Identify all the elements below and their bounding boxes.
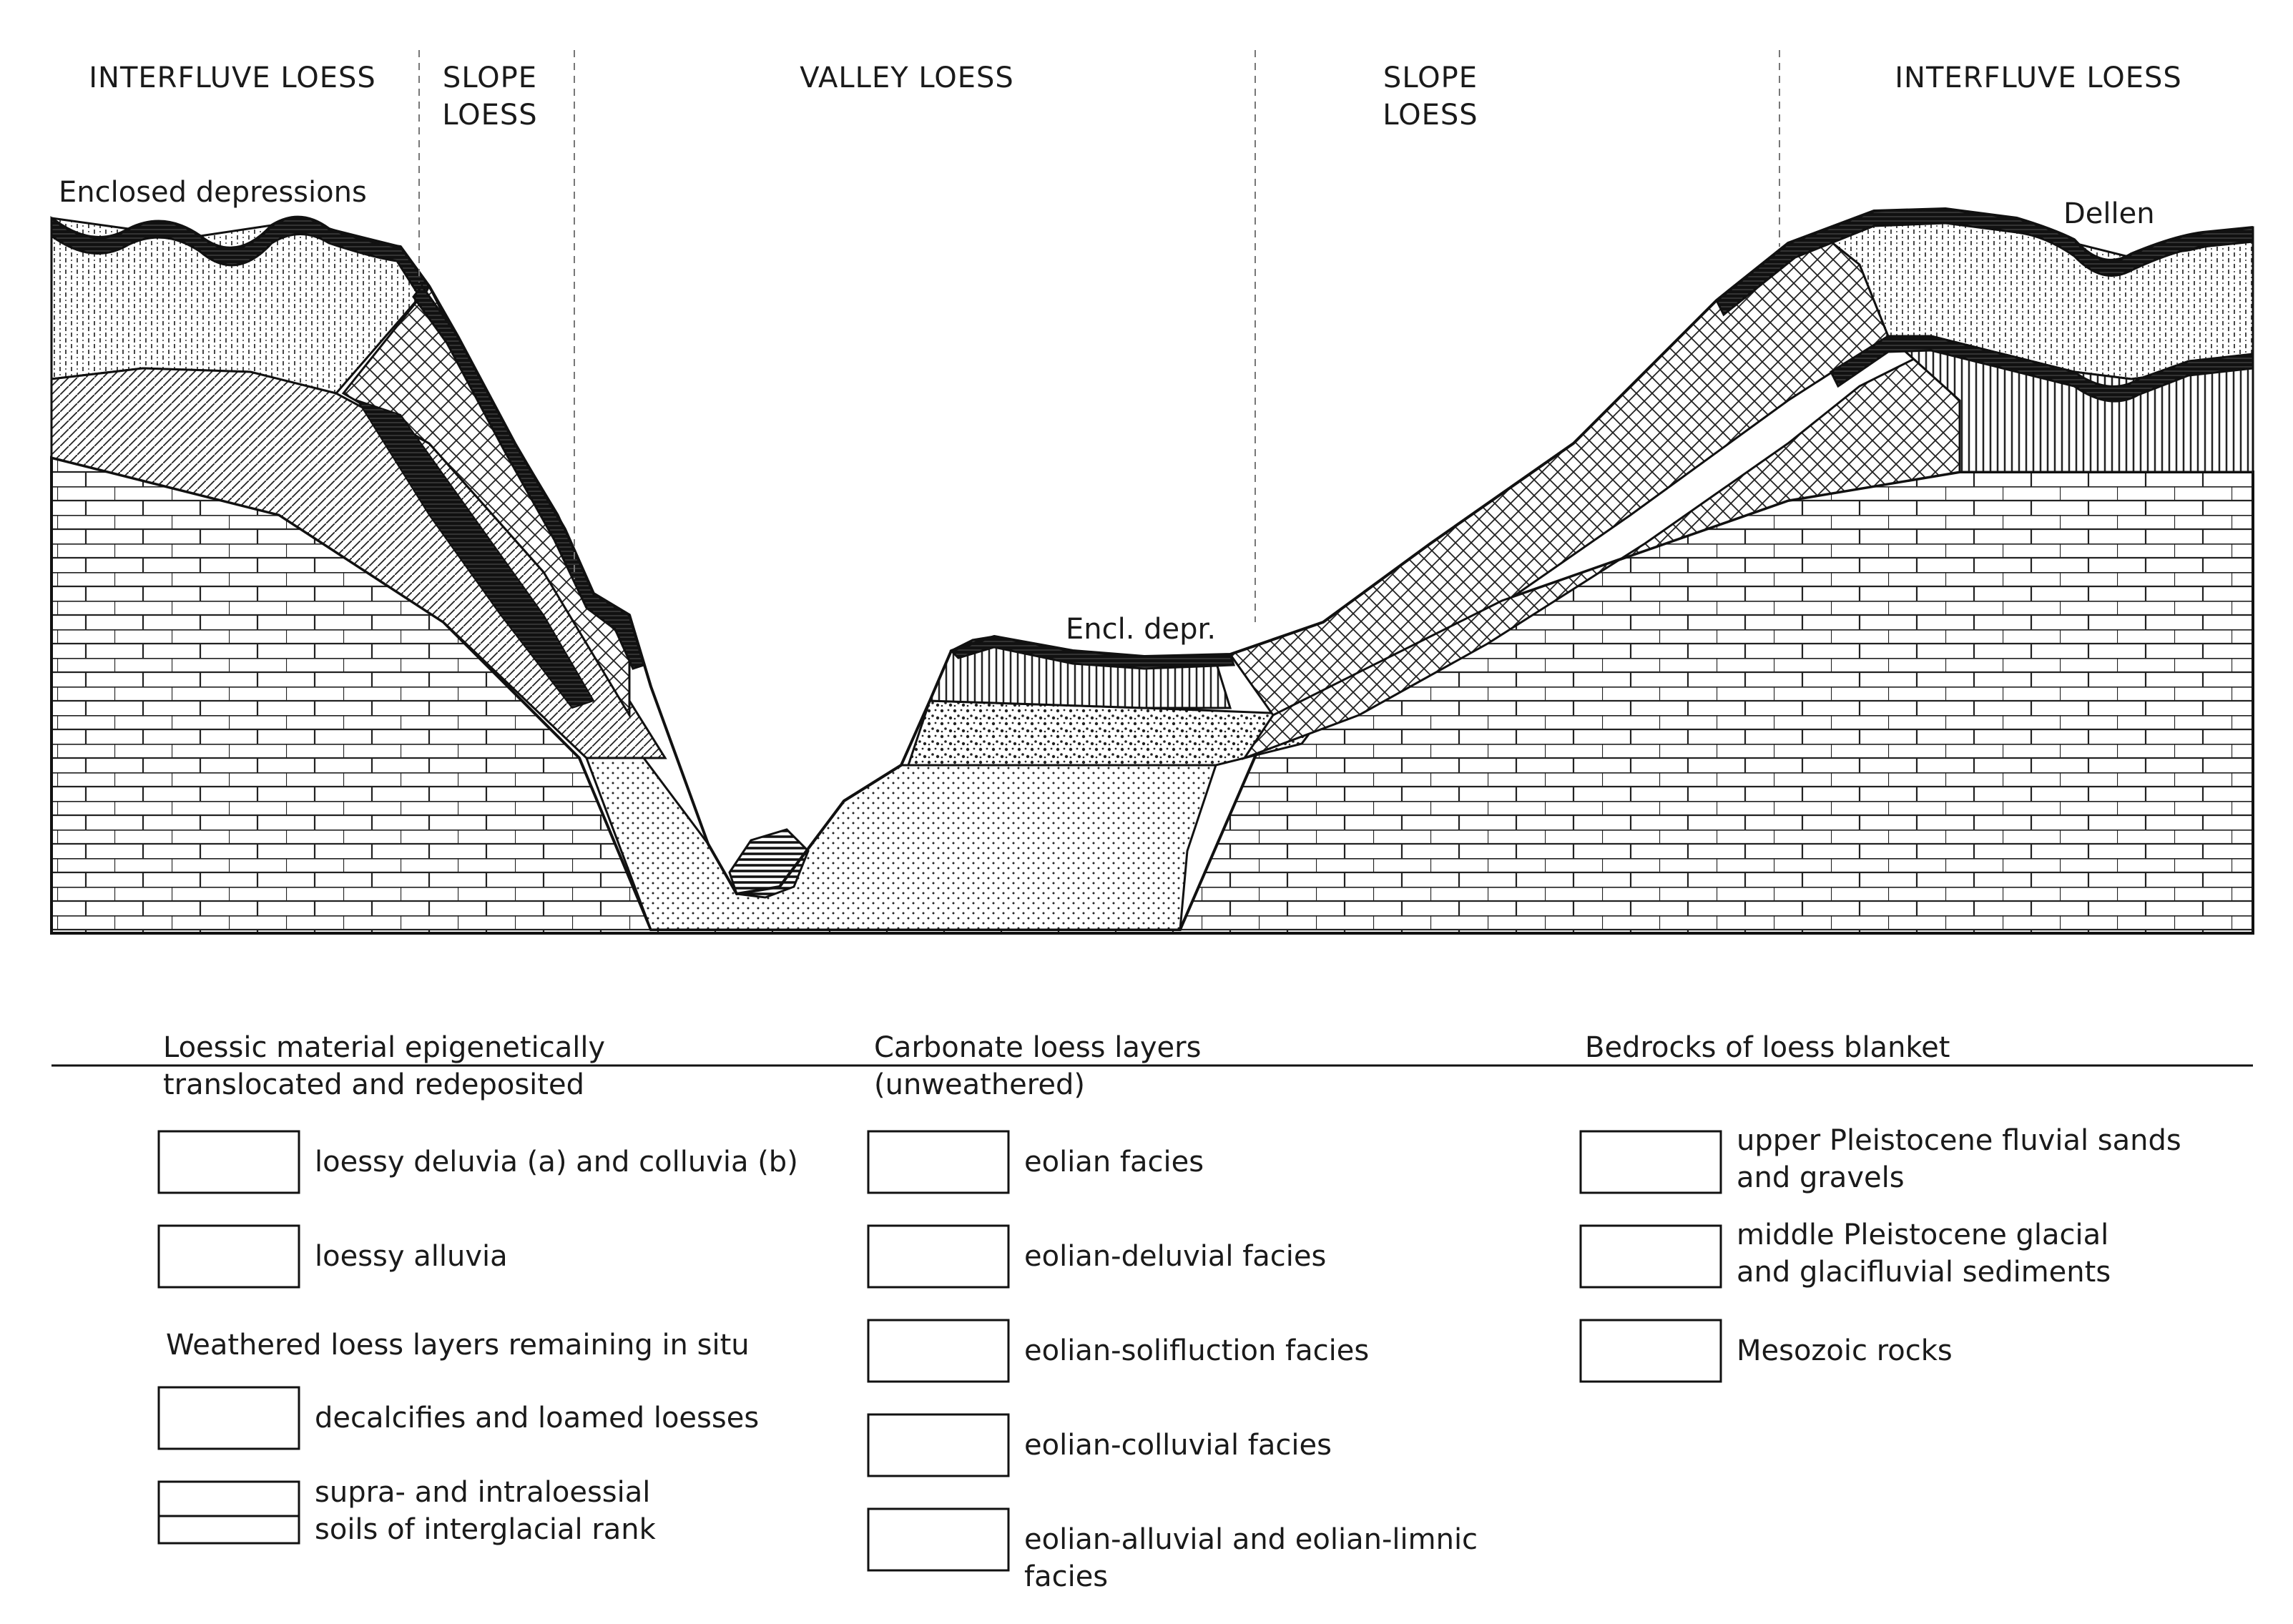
zone-labels: INTERFLUVE LOESS SLOPE LOESS VALLEY LOES…: [89, 61, 2182, 132]
legend-item-eolian-solifluction: eolian-solifluction facies: [1024, 1334, 1369, 1367]
legend-item-glacial-line1: middle Pleistocene glacial: [1737, 1219, 2108, 1251]
left-slope-colluvial: [355, 399, 595, 709]
swatch-mesozoic: [1579, 1319, 1722, 1383]
swatch-loessy-alluvia: [157, 1224, 300, 1289]
zone-label-slope-right-line2: LOESS: [1383, 99, 1478, 132]
valley-fluvial-sands: [584, 757, 1218, 931]
legend-item-eolian-deluvial: eolian-deluvial facies: [1024, 1240, 1326, 1273]
legend-item-loessy-alluvia: loessy alluvia: [315, 1240, 508, 1273]
zone-dividers: [418, 50, 1780, 622]
swatch-glacial-sediments: [1579, 1224, 1722, 1289]
legend-col1-header-line1: Loessic material epigenetically: [163, 1031, 605, 1064]
legend-col1-subheader: Weathered loess layers remaining in situ: [166, 1329, 750, 1362]
zone-label-slope-left-line2: LOESS: [442, 99, 537, 132]
swatch-eolian-colluvial: [867, 1413, 1010, 1477]
annotation-dellen: Dellen: [2063, 197, 2155, 230]
swatch-decalcified: [157, 1386, 300, 1450]
legend-col2-header-line2: (unweathered): [874, 1068, 1085, 1101]
zone-label-interfluve-right: INTERFLUVE LOESS: [1895, 61, 2182, 94]
swatch-eolian-solifluction: [867, 1319, 1010, 1383]
swatch-loessy-deluvia: [157, 1130, 300, 1194]
annotation-enclosed-depressions: Enclosed depressions: [59, 176, 367, 209]
legend-col3-header: Bedrocks of loess blanket: [1585, 1031, 1950, 1064]
legend-item-eolian-colluvial: eolian-colluvial facies: [1024, 1429, 1332, 1462]
zone-label-interfluve-left: INTERFLUVE LOESS: [89, 61, 376, 94]
legend-item-soils-line2: soils of interglacial rank: [315, 1513, 657, 1546]
cross-section: [50, 207, 2254, 935]
zone-label-valley: VALLEY LOESS: [800, 61, 1014, 94]
zone-label-slope-left-line1: SLOPE: [443, 61, 537, 94]
legend-item-glacial-line2: and glacifluvial sediments: [1737, 1256, 2111, 1289]
legend-item-loessy-deluvia: loessy deluvia (a) and colluvia (b): [315, 1146, 798, 1178]
legend-item-soils-line1: supra- and intraloessial: [315, 1476, 650, 1509]
legend-item-fluvial-sands-line1: upper Pleistocene fluvial sands: [1737, 1124, 2181, 1157]
legend-item-eolian: eolian facies: [1024, 1146, 1204, 1178]
legend-item-decalcified: decalcifies and loamed loesses: [315, 1402, 759, 1434]
swatch-eolian: [867, 1130, 1010, 1194]
swatch-interglacial-soils: [157, 1480, 300, 1545]
annotation-encl-depr: Encl. depr.: [1066, 613, 1216, 646]
ground-surface-outline: [50, 207, 2254, 895]
legend: Loessic material epigenetically transloc…: [51, 1031, 2253, 1593]
swatch-eolian-deluvial: [867, 1224, 1010, 1289]
legend-item-mesozoic: Mesozoic rocks: [1737, 1334, 1953, 1367]
zone-label-slope-right-line1: SLOPE: [1383, 61, 1478, 94]
swatch-eolian-alluvial: [867, 1507, 1010, 1572]
legend-item-fluvial-sands-line2: and gravels: [1737, 1161, 1905, 1194]
legend-item-eolian-alluvial-line1: eolian-alluvial and eolian-limnic: [1024, 1523, 1478, 1556]
legend-col2-header-line1: Carbonate loess layers: [874, 1031, 1201, 1064]
right-intraloessial-soil: [1830, 335, 2254, 403]
legend-col1-header-line2: translocated and redeposited: [163, 1068, 584, 1101]
swatch-fluvial-sands: [1579, 1130, 1722, 1194]
legend-item-eolian-alluvial-line2: facies: [1024, 1560, 1108, 1593]
